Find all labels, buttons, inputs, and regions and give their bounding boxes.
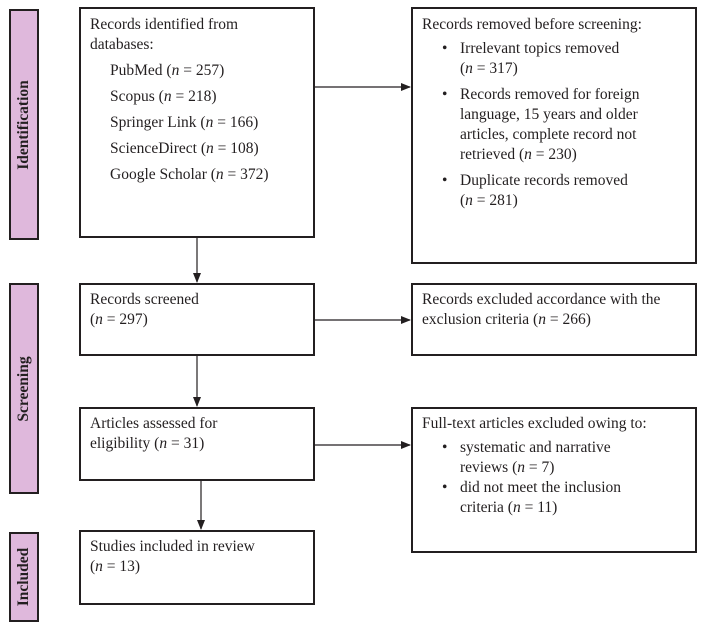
- records-identified-title-line2: databases:: [90, 36, 154, 53]
- records-removed-list: • Irrelevant topics removed (n = 317) • …: [422, 39, 686, 211]
- fulltext-excluded-list: • systematic and narrative reviews (n = …: [422, 438, 686, 518]
- list-item: • systematic and narrative reviews (n = …: [442, 439, 611, 476]
- studies-included-count: (n = 13): [90, 558, 141, 575]
- articles-assessed-line1: Articles assessed for: [90, 415, 218, 432]
- records-screened-count: (n = 297): [90, 311, 148, 328]
- phase-included: Included: [9, 532, 39, 622]
- articles-assessed-line2: eligibility (n = 31): [90, 435, 205, 452]
- records-excluded-line1: Records excluded accordance with the: [422, 291, 661, 308]
- records-screened-title: Records screened: [90, 291, 199, 308]
- list-item: • Records removed for foreign language, …: [442, 86, 640, 163]
- list-item: • did not meet the inclusion criteria (n…: [442, 479, 622, 516]
- studies-included-title: Studies included in review: [90, 538, 255, 555]
- studies-included-box: Studies included in review (n = 13): [79, 530, 315, 605]
- records-excluded-box: Records excluded accordance with the exc…: [411, 283, 697, 356]
- source-item: Google Scholar (n = 372): [110, 166, 269, 183]
- fulltext-excluded-title: Full-text articles excluded owing to:: [422, 415, 647, 432]
- phase-identification: Identification: [9, 9, 39, 240]
- source-item: Scopus (n = 218): [110, 88, 217, 105]
- records-removed-title: Records removed before screening:: [422, 16, 642, 33]
- source-item: Springer Link (n = 166): [110, 114, 259, 131]
- source-list: PubMed (n = 257) Scopus (n = 218) Spring…: [90, 61, 304, 185]
- phase-screening: Screening: [9, 283, 39, 494]
- records-identified-box: Records identified from databases: PubMe…: [79, 7, 315, 238]
- list-item: • Irrelevant topics removed (n = 317): [442, 40, 620, 77]
- records-identified-title-line1: Records identified from: [90, 16, 239, 33]
- source-item: PubMed (n = 257): [110, 62, 225, 79]
- records-screened-box: Records screened (n = 297): [79, 283, 315, 356]
- source-item: ScienceDirect (n = 108): [110, 140, 259, 157]
- articles-assessed-box: Articles assessed for eligibility (n = 3…: [79, 407, 315, 481]
- list-item: • Duplicate records removed (n = 281): [442, 172, 628, 209]
- records-removed-box: Records removed before screening: • Irre…: [411, 7, 697, 264]
- records-excluded-line2: exclusion criteria (n = 266): [422, 311, 591, 328]
- fulltext-excluded-box: Full-text articles excluded owing to: • …: [411, 407, 697, 553]
